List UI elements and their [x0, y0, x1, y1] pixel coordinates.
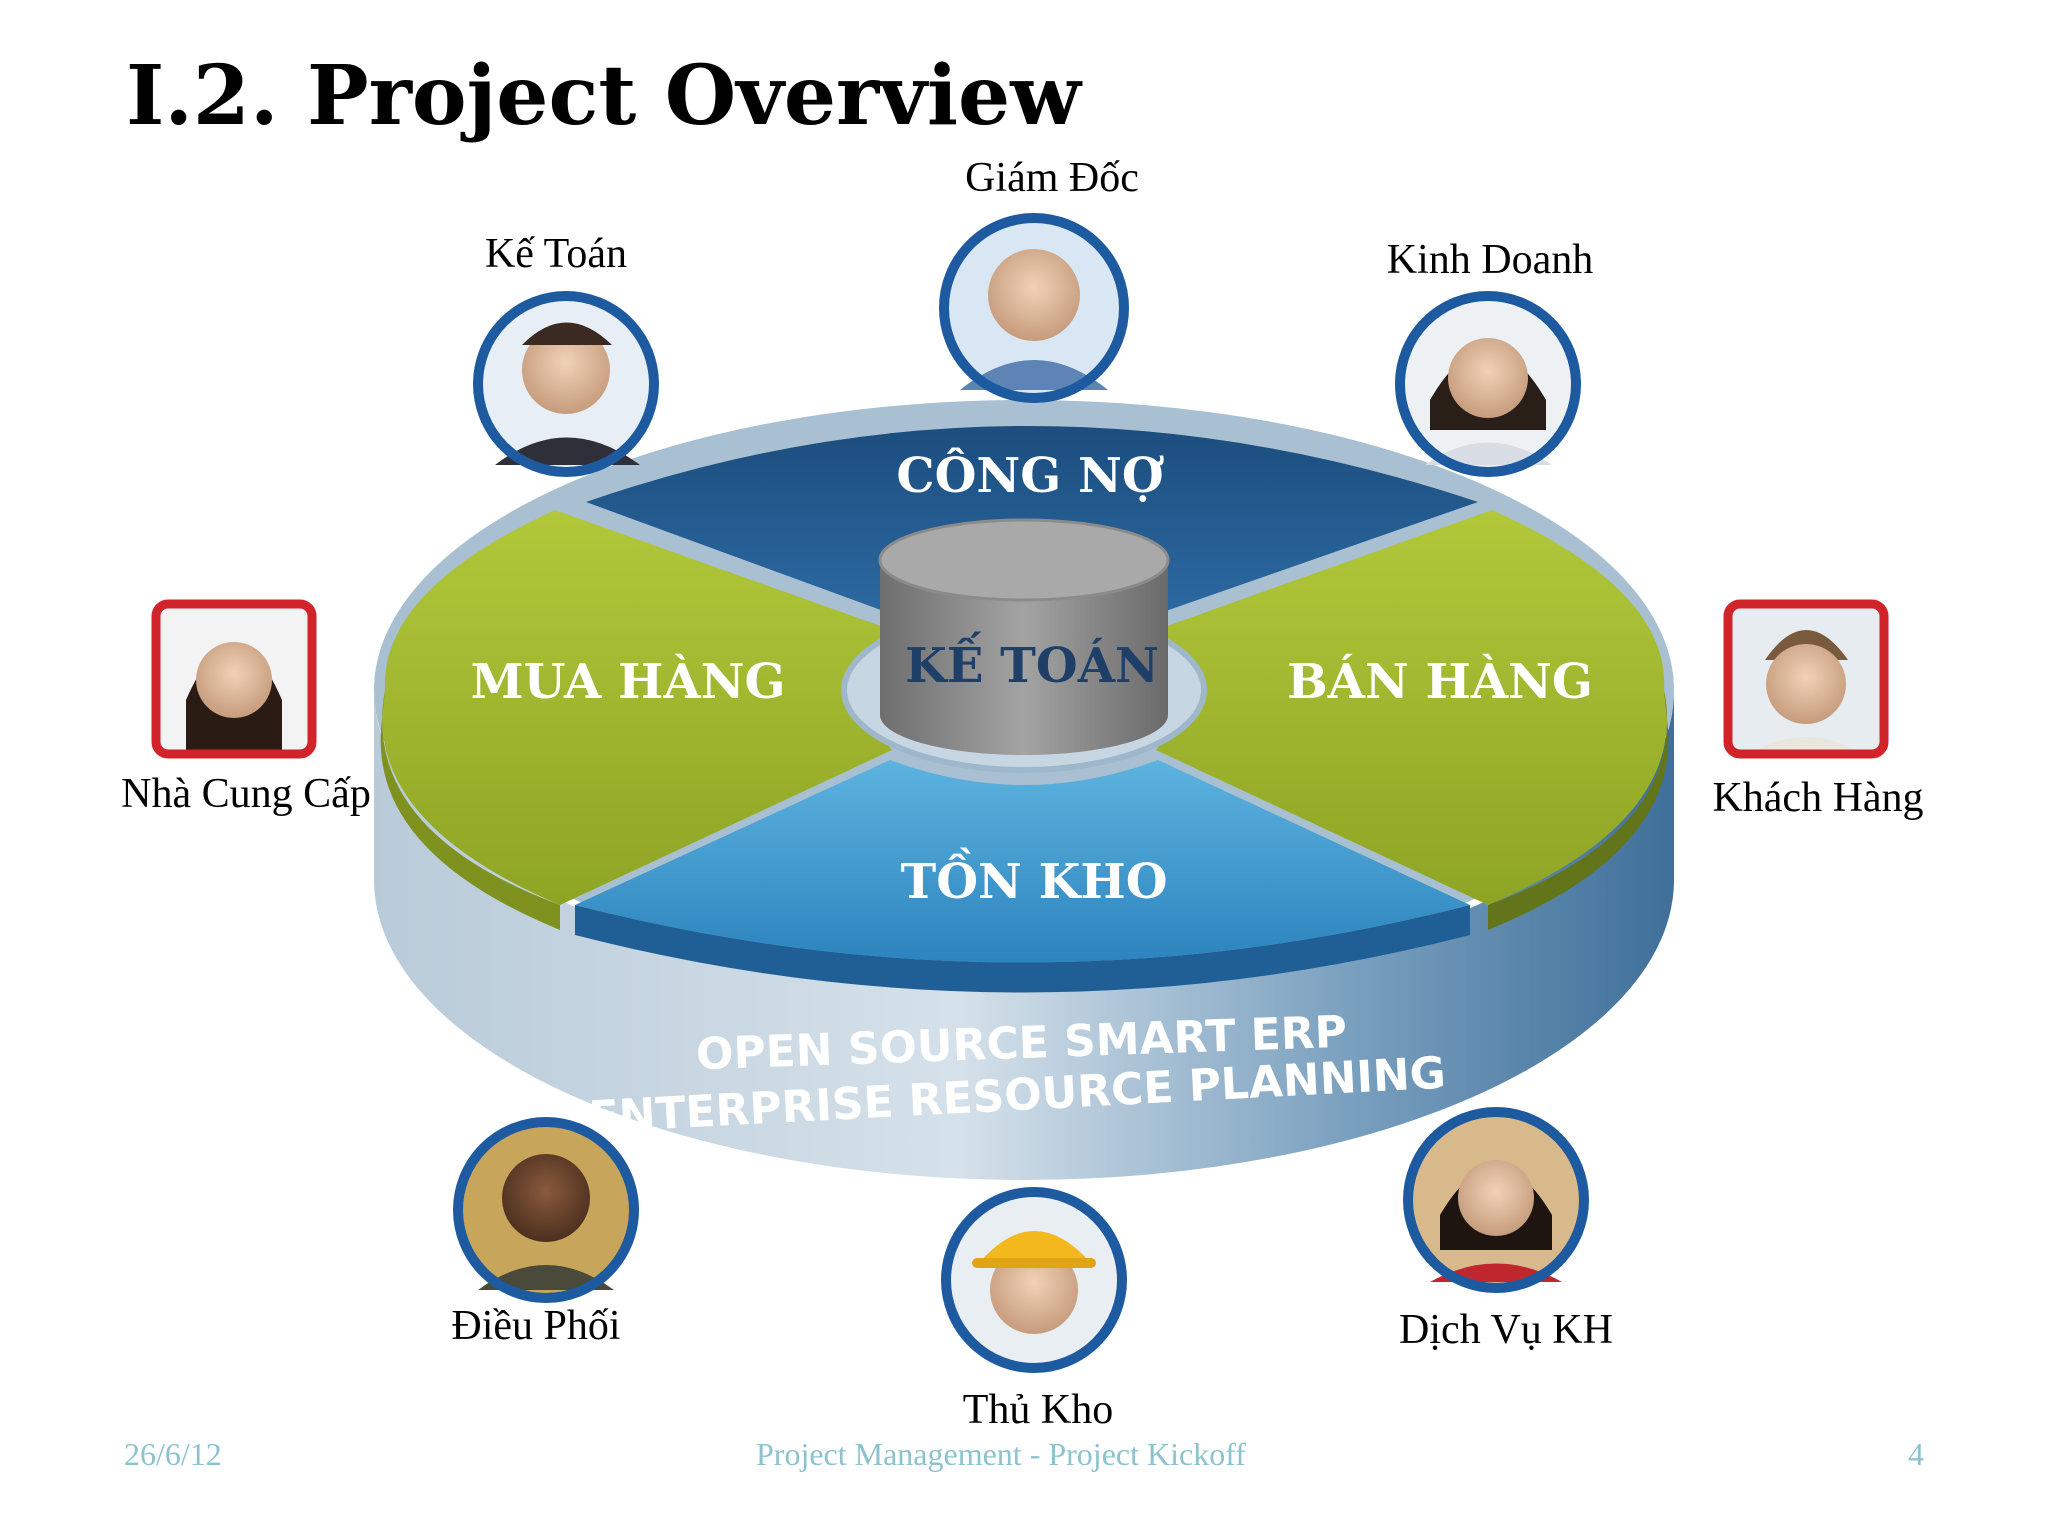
footer-title: Project Management - Project Kickoff	[756, 1436, 1246, 1472]
avatar-giam-doc	[939, 213, 1129, 403]
avatar-dich-vu-kh	[1403, 1107, 1589, 1293]
center-cylinder-top	[878, 518, 1170, 602]
avatar-kinh-doanh	[1395, 291, 1581, 477]
disc-side	[374, 690, 1674, 1180]
segment-ton-kho	[575, 760, 1470, 963]
footer-page-number: 4	[1908, 1436, 1924, 1472]
label-ban-hang: BÁN HÀNG	[1287, 653, 1593, 710]
avatar-ke-toan	[473, 291, 659, 477]
label-thu-kho: Thủ Kho	[962, 1387, 1114, 1433]
slide-title: I.2. Project Overview	[126, 48, 1081, 144]
segment-edge-left	[380, 690, 560, 930]
segment-ban-hang	[1156, 510, 1667, 905]
avatar-dieu-phoi	[453, 1117, 639, 1303]
avatar-nha-cung-cap	[151, 599, 317, 759]
center-cylinder	[880, 560, 1168, 755]
label-cong-no: CÔNG NỢ	[896, 446, 1163, 504]
avatar-thu-kho	[941, 1187, 1127, 1373]
label-person-ke-toan: Kế Toán	[484, 231, 628, 277]
label-dieu-phoi: Điều Phối	[451, 1303, 621, 1349]
label-dich-vu-kh: Dịch Vụ KH	[1399, 1307, 1613, 1353]
label-mua-hang: MUA HÀNG	[471, 653, 786, 710]
footer-date: 26/6/12	[124, 1436, 222, 1472]
segment-edge-bottom	[575, 905, 1470, 993]
label-ton-kho: TỒN KHO	[901, 846, 1168, 910]
label-nha-cung-cap: Nhà Cung Cấp	[121, 771, 371, 817]
label-khach-hang: Khách Hàng	[1712, 775, 1924, 821]
label-kinh-doanh: Kinh Doanh	[1386, 237, 1594, 283]
label-ke-toan: KẾ TOÁN	[905, 630, 1159, 694]
segment-edge-right	[1488, 690, 1669, 930]
avatar-khach-hang	[1723, 599, 1889, 759]
segment-mua-hang	[382, 510, 892, 905]
label-giam-doc: Giám Đốc	[965, 155, 1139, 201]
